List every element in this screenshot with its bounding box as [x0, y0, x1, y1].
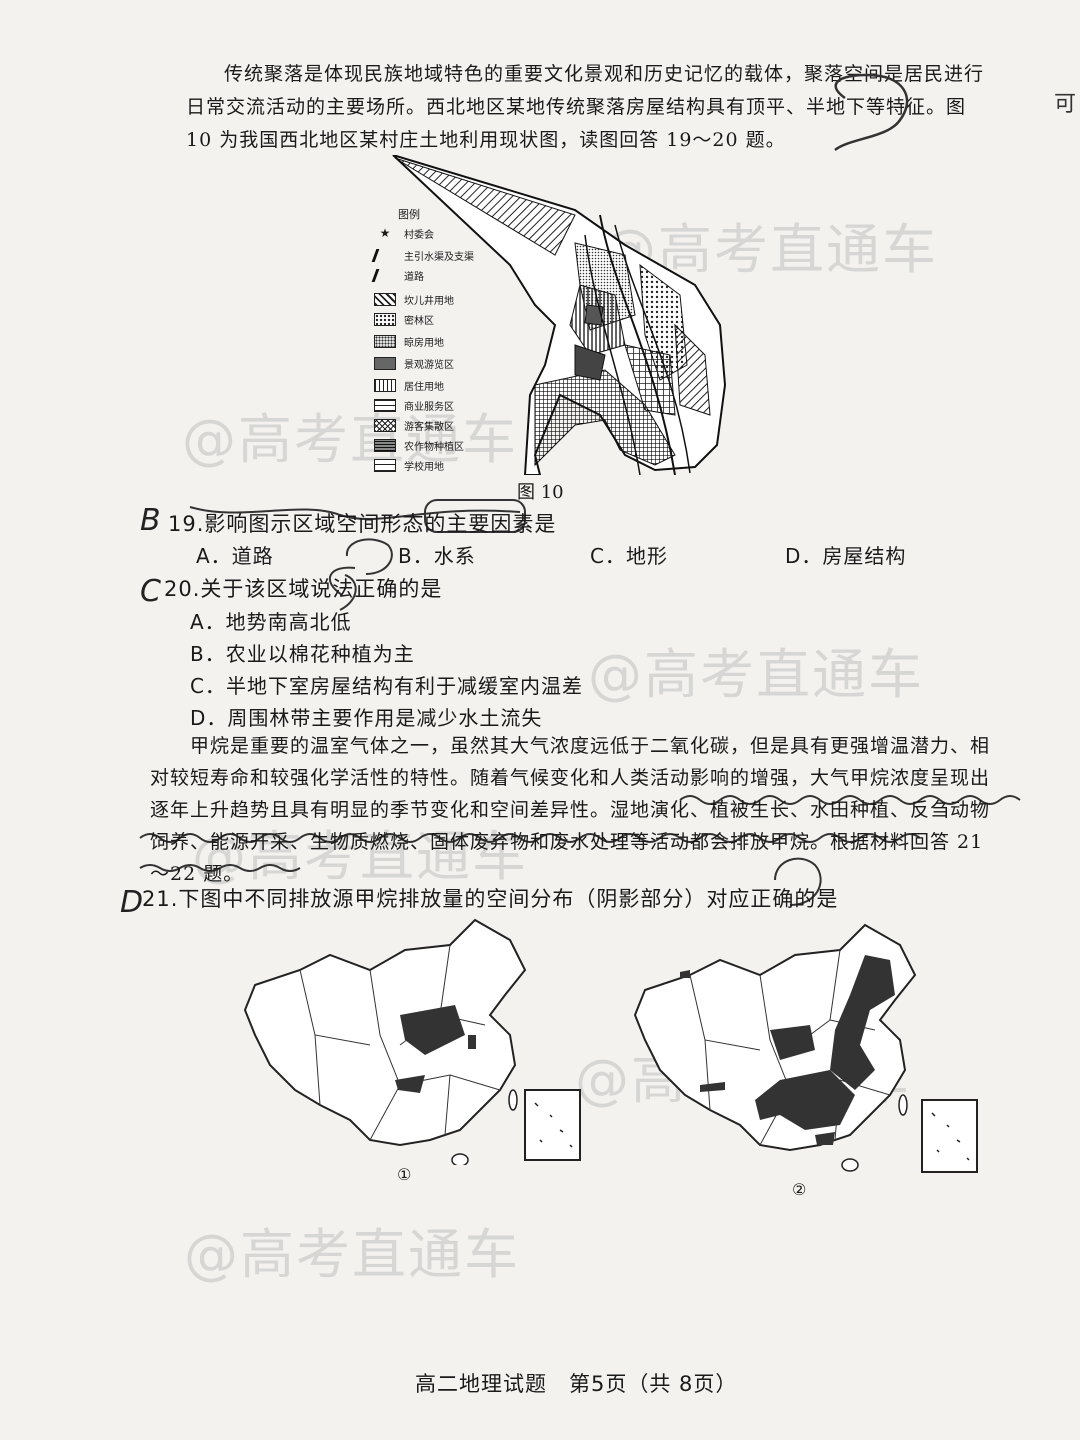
- figure-10-land-use-map: [392, 155, 727, 475]
- emission-shaded-area: [830, 955, 895, 1090]
- south-china-sea-inset: [921, 1099, 978, 1173]
- watermark: @高考直通车: [184, 1223, 520, 1286]
- emission-shaded-area: [680, 970, 690, 978]
- legend-label: 晾房用地: [404, 337, 444, 349]
- legend-label: 景观游览区: [404, 359, 454, 371]
- road-line: [584, 234, 641, 475]
- map-1-label: ①: [397, 1165, 412, 1184]
- figure-10-caption: 图 10: [517, 482, 564, 503]
- taiwan-island: [508, 1089, 518, 1111]
- legend-label: 游客集散区: [404, 421, 454, 433]
- legend-label: 学校用地: [404, 461, 444, 473]
- q20-option-a: A．地势南高北低: [190, 610, 352, 634]
- hatch-pattern: [374, 292, 396, 306]
- emission-shaded-area: [815, 1132, 835, 1145]
- legend-label: 密林区: [404, 315, 434, 327]
- legend-item: 居住用地: [374, 378, 444, 393]
- watermark: @高考直通车: [588, 643, 924, 706]
- crosshatch-pattern: [374, 418, 396, 432]
- question-19-stem: 19.影响图示区域空间形态的主要因素是: [168, 512, 557, 536]
- q19-option-d: D．房屋结构: [785, 544, 907, 568]
- question-21-stem: 21.下图中不同排放源甲烷排放量的空间分布（阴影部分）对应正确的是: [142, 887, 839, 911]
- emission-shaded-area: [395, 1075, 425, 1093]
- grid-pattern: [374, 398, 396, 412]
- map-region: [534, 369, 676, 467]
- map-region: [674, 323, 711, 416]
- intro-paragraph-1: 传统聚落是体现民族地域特色的重要文化景观和历史记忆的载体，聚落空间是居民进行日常…: [186, 63, 985, 151]
- legend-item: ★ 村委会: [374, 226, 434, 241]
- pen-circle-mark: [345, 538, 393, 575]
- canal-line: [599, 214, 676, 475]
- dense-grid-pattern: [374, 438, 396, 452]
- canal-line-icon: [371, 248, 399, 262]
- map-region: [574, 344, 606, 381]
- inset-islands: [931, 1112, 970, 1161]
- emission-shaded-area: [770, 1025, 815, 1060]
- legend-item: 商业服务区: [374, 398, 454, 413]
- emission-shaded-area: [468, 1035, 476, 1049]
- figure-10-legend-title: 图例: [398, 208, 420, 221]
- q19-option-a: A．道路: [196, 544, 274, 568]
- china-map-2: [633, 923, 978, 1173]
- watermark: @高考直通车: [182, 408, 518, 471]
- legend-item: 农作物种植区: [374, 438, 464, 453]
- map-region: [584, 304, 604, 326]
- vertical-lines-pattern: [374, 378, 396, 392]
- intro-paragraph-2: 甲烷是重要的温室气体之一，虽然其大气浓度远低于二氧化碳，但是具有更强增温潜力、相…: [150, 735, 991, 885]
- china-map-1: [243, 918, 581, 1165]
- china-outline: [243, 918, 527, 1147]
- page-footer: 高二地理试题 第5页（共 8页）: [415, 1372, 738, 1396]
- road-line: [614, 224, 691, 474]
- road-line-icon: [371, 268, 399, 282]
- legend-item: 道路: [371, 268, 424, 283]
- legend-label: 居住用地: [404, 381, 444, 393]
- q20-option-d: D．周围林带主要作用是减少水土流失: [190, 706, 543, 730]
- q20-option-c: C．半地下室房屋结构有利于减缓室内温差: [190, 674, 583, 698]
- q20-option-b: B．农业以棉花种植为主: [190, 642, 415, 666]
- emission-shaded-area: [400, 1005, 465, 1055]
- hainan-island: [841, 1158, 859, 1172]
- legend-item: 晾房用地: [374, 334, 444, 349]
- legend-label: 村委会: [404, 229, 434, 241]
- taiwan-island: [898, 1094, 908, 1116]
- legend-item: 景观游览区: [374, 356, 454, 371]
- legend-label: 农作物种植区: [404, 441, 464, 453]
- fine-dots-pattern: [374, 334, 396, 348]
- hainan-island: [451, 1153, 469, 1165]
- q19-option-c: C．地形: [590, 544, 668, 568]
- handwritten-answer: C: [140, 574, 161, 609]
- legend-item: 主引水渠及支渠: [371, 248, 474, 263]
- legend-item: 学校用地: [374, 458, 444, 473]
- star-icon: ★: [379, 226, 391, 240]
- page-edge-text: 可: [1053, 92, 1076, 117]
- legend-label: 主引水渠及支渠: [404, 251, 474, 263]
- q19-option-b: B．水系: [398, 544, 476, 568]
- legend-item: 密林区: [374, 312, 434, 327]
- legend-label: 道路: [404, 271, 424, 283]
- map-2-label: ②: [792, 1180, 807, 1199]
- legend-label: 坎儿井用地: [404, 295, 454, 307]
- emission-shaded-area: [755, 1070, 855, 1130]
- south-china-sea-inset: [524, 1089, 581, 1161]
- question-20-stem: 20.关于该区域说法正确的是: [164, 577, 443, 601]
- map-region: [394, 157, 576, 256]
- inset-islands: [534, 1102, 573, 1148]
- handwritten-answer: D: [120, 885, 144, 920]
- legend-label: 商业服务区: [404, 401, 454, 413]
- legend-item: 游客集散区: [374, 418, 454, 433]
- emission-shaded-area: [700, 1082, 725, 1092]
- legend-item: 坎儿井用地: [374, 292, 454, 307]
- dots-pattern: [374, 312, 396, 326]
- dark-gray-pattern: [374, 356, 396, 370]
- open-grid-pattern: [374, 458, 396, 472]
- handwritten-answer: B: [140, 503, 161, 538]
